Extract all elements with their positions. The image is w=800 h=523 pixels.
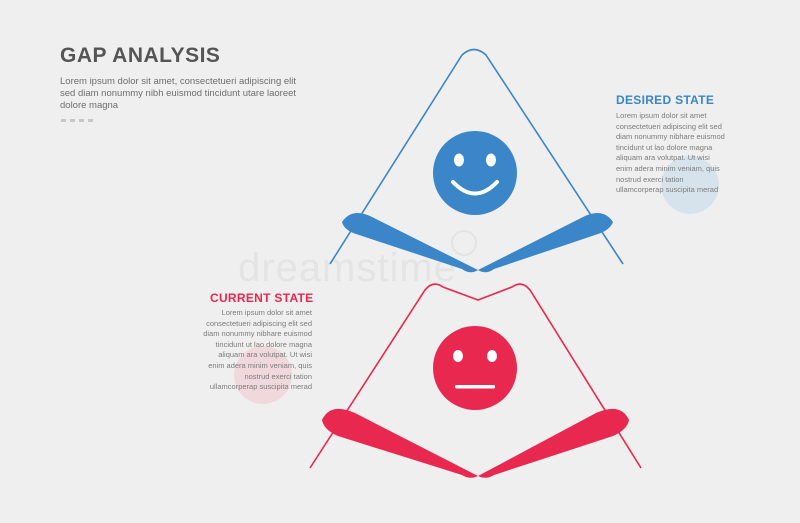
dot xyxy=(88,119,93,122)
intro-text: Lorem ipsum dolor sit amet, consectetuer… xyxy=(60,76,297,111)
desired-state-text: Lorem ipsum dolor sit amet consectetueri… xyxy=(616,111,725,195)
dot xyxy=(61,119,66,122)
dot xyxy=(79,119,84,122)
current-decor-circle xyxy=(234,346,292,404)
current-triangle xyxy=(309,283,642,478)
desired-triangle xyxy=(329,48,624,273)
smiling-face-icon xyxy=(433,131,517,215)
desired-state-title: DESIRED STATE xyxy=(616,93,715,107)
dot xyxy=(70,119,75,122)
page-title: GAP ANALYSIS xyxy=(60,44,221,67)
desired-decor-circle xyxy=(661,156,719,214)
pagination-dots xyxy=(61,119,93,122)
neutral-face-icon xyxy=(433,326,517,410)
current-state-title: CURRENT STATE xyxy=(210,291,314,305)
current-state-text: Lorem ipsum dolor sit amet consectetueri… xyxy=(203,308,312,392)
watermark-logo-icon xyxy=(451,230,477,256)
